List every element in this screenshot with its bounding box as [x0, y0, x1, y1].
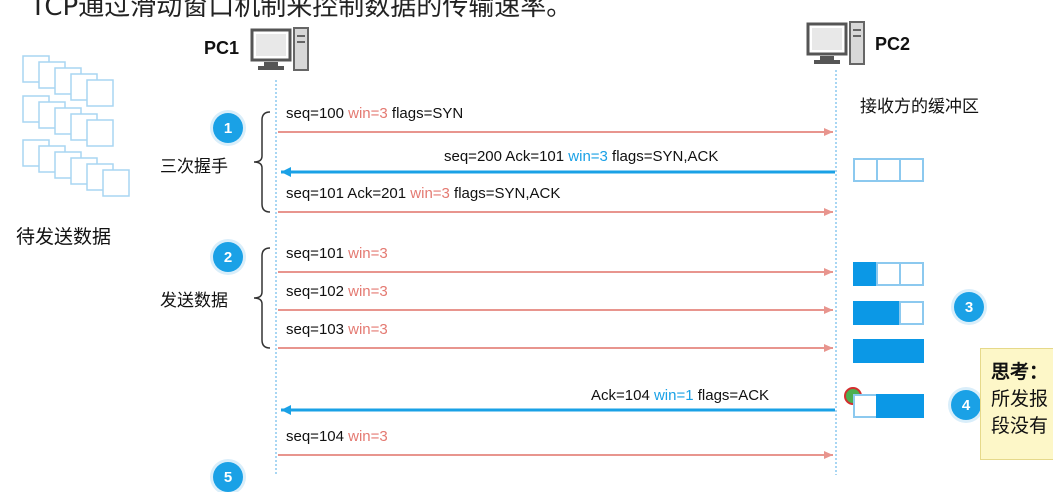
waiting-data-label: 待发送数据 [16, 226, 112, 248]
message-3: seq=101 Ack=201 win=3 flags=SYN,ACK [286, 185, 561, 202]
send-data-brace [253, 247, 271, 349]
message-1: seq=100 win=3 flags=SYN [286, 105, 464, 122]
message-7: Ack=104 win=1 flags=ACK [591, 387, 770, 404]
step-3-badge: 3 [954, 292, 984, 322]
message-4: seq=101 win=3 [286, 245, 388, 262]
pc2-label: PC2 [875, 34, 911, 54]
waiting-data-stack-icon [22, 55, 130, 197]
think-title: 思考： [991, 361, 1049, 383]
buffer-cell [876, 339, 901, 363]
message-5: seq=102 win=3 [286, 283, 388, 300]
handshake-label: 三次握手 [160, 157, 228, 177]
buffer-cell [899, 262, 924, 286]
step-5-badge: 5 [213, 462, 243, 492]
think-note: 思考： 所发报 段没有 [980, 348, 1053, 460]
message-8: seq=104 win=3 [286, 428, 388, 445]
buffer-cell [876, 158, 901, 182]
message-2: seq=200 Ack=101 win=3 flags=SYN,ACK [444, 148, 719, 165]
step-2-badge: 2 [213, 242, 243, 272]
pc1-label: PC1 [204, 38, 240, 58]
buffer-cell [853, 339, 878, 363]
buffer-cell [853, 158, 878, 182]
send-data-label: 发送数据 [160, 291, 228, 311]
receive-buffer [853, 262, 924, 286]
step-1-badge: 1 [213, 113, 243, 143]
slide-title: TCP通过滑动窗口机制来控制数据的传输速率。 [30, 0, 573, 22]
buffer-cell [876, 301, 901, 325]
receive-buffer [853, 301, 924, 325]
buffer-cell [899, 158, 924, 182]
pc2-computer-icon [806, 21, 865, 65]
buffer-cell [853, 394, 878, 418]
handshake-brace [253, 111, 271, 213]
think-line-2: 段没有 [991, 415, 1049, 437]
receive-buffer [853, 158, 924, 182]
buffer-cell [899, 339, 924, 363]
pc1-computer-icon [250, 27, 309, 71]
step-4-badge: 4 [951, 390, 981, 420]
buffer-cell [876, 262, 901, 286]
message-6: seq=103 win=3 [286, 321, 388, 338]
buffer-cell [876, 394, 901, 418]
receive-buffer [853, 339, 924, 363]
receive-buffer [853, 394, 924, 418]
buffer-label: 接收方的缓冲区 [860, 97, 979, 117]
buffer-cell [899, 301, 924, 325]
buffer-cell [899, 394, 924, 418]
think-line-1: 所发报 [991, 388, 1049, 410]
buffer-cell [853, 262, 878, 286]
buffer-cell [853, 301, 878, 325]
